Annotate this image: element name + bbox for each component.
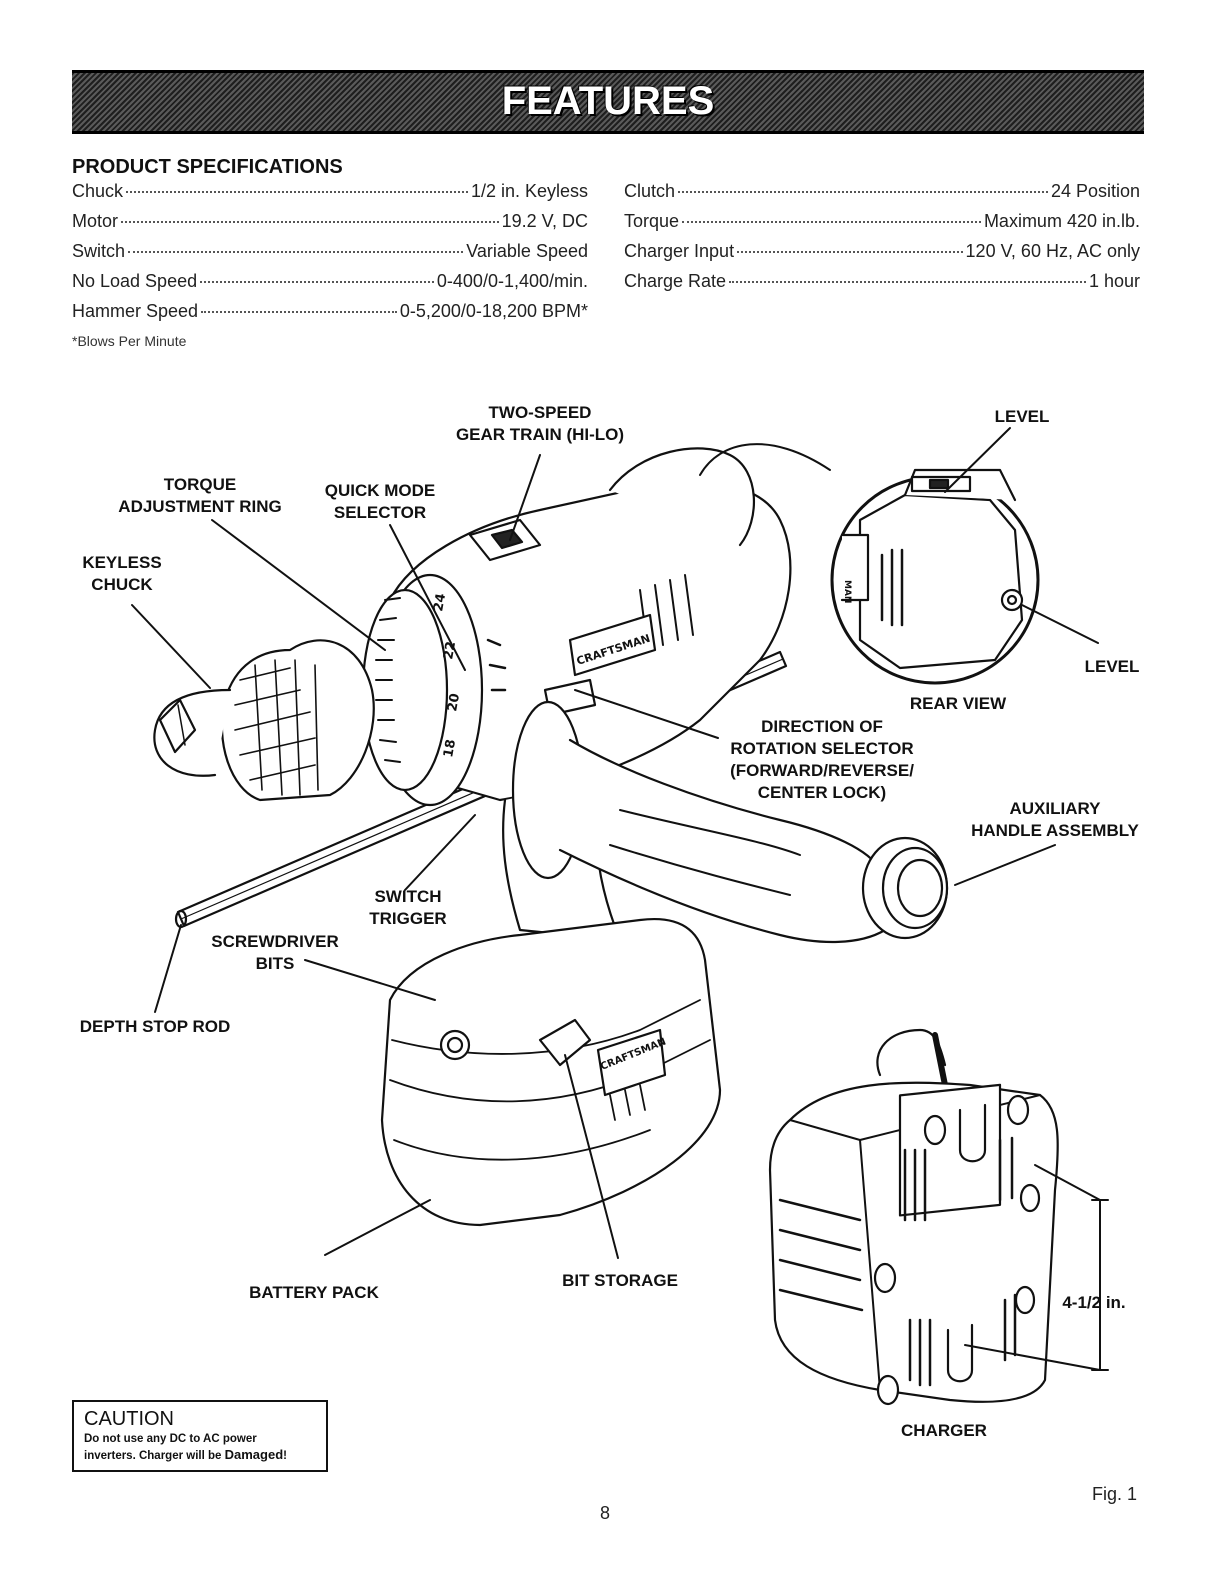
caution-title: CAUTION (84, 1408, 174, 1430)
callout-level-top: LEVEL (995, 407, 1050, 426)
caution-line-2: inverters. Charger will be (84, 1450, 225, 1462)
callout-torque-ring: TORQUE (164, 475, 236, 494)
spec-row: Torque Maximum 420 in.lb. (624, 211, 1140, 241)
caution-text: Do not use any DC to AC power inverters.… (84, 1432, 326, 1464)
dot-leader (729, 281, 1086, 283)
callout-bit-storage: BIT STORAGE (562, 1271, 678, 1290)
charger (768, 1028, 1059, 1406)
clutch-number: 24 (431, 592, 449, 612)
spec-row: No Load Speed 0-400/0-1,400/min. (72, 271, 588, 301)
spec-label: No Load Speed (72, 271, 198, 291)
callout-direction-selector: ROTATION SELECTOR (730, 739, 913, 758)
callout-battery-pack: BATTERY PACK (249, 1283, 379, 1302)
caution-emphasis: Damaged (224, 1447, 284, 1462)
callout-keyless-chuck: CHUCK (91, 575, 153, 594)
callout-quick-mode: QUICK MODE (325, 481, 436, 500)
callout-two-speed: GEAR TRAIN (HI-LO) (456, 425, 624, 444)
spec-row: Charger Input 120 V, 60 Hz, AC only (624, 241, 1140, 271)
callout-direction-selector: (FORWARD/REVERSE/ (730, 761, 914, 780)
spec-value: Variable Speed (466, 241, 588, 261)
callout-switch-trigger: TRIGGER (369, 909, 446, 928)
banner-title: FEATURES (501, 79, 715, 123)
spec-row: Motor 19.2 V, DC (72, 211, 588, 241)
keyless-chuck (153, 639, 375, 802)
dot-leader (678, 191, 1048, 193)
rear-view-inset (699, 443, 1040, 685)
battery-pack (380, 917, 722, 1227)
spec-value: 0-5,200/0-18,200 BPM* (399, 301, 588, 321)
features-banner: FEATURES (72, 70, 1144, 134)
auxiliary-handle-assembly (511, 700, 949, 944)
clutch-number: 20 (445, 692, 463, 712)
dot-leader (128, 251, 464, 253)
callout-direction-selector: DIRECTION OF (761, 717, 883, 736)
spec-value: 1/2 in. Keyless (470, 181, 588, 201)
spec-label: Motor (72, 211, 119, 231)
spec-value: Maximum 420 in.lb. (983, 211, 1140, 231)
spec-footnote: *Blows Per Minute (72, 333, 187, 349)
spec-label: Charge Rate (624, 271, 727, 291)
dot-leader (121, 221, 499, 223)
spec-label: Charger Input (624, 241, 735, 261)
caution-box: CAUTION Do not use any DC to AC power in… (72, 1400, 328, 1472)
callout-quick-mode: SELECTOR (334, 503, 426, 522)
callout-depth-stop-rod: DEPTH STOP ROD (80, 1017, 231, 1036)
spec-value: 120 V, 60 Hz, AC only (965, 241, 1140, 261)
callout-two-speed: TWO-SPEED (489, 403, 592, 422)
callout-auxiliary-handle: HANDLE ASSEMBLY (971, 821, 1139, 840)
callout-screwdriver-bits: BITS (256, 954, 295, 973)
callout-dimension: 4-1/2 in. (1062, 1293, 1125, 1312)
spec-label: Chuck (72, 181, 124, 201)
spec-row: Charge Rate 1 hour (624, 271, 1140, 301)
spec-row: Hammer Speed 0-5,200/0-18,200 BPM* (72, 301, 588, 331)
specs-heading: PRODUCT SPECIFICATIONS (72, 156, 343, 178)
dot-leader (126, 191, 468, 193)
torque-adjustment-ring (361, 573, 484, 807)
caution-line-2-suffix: ! (283, 1450, 287, 1462)
spec-label: Clutch (624, 181, 676, 201)
clutch-number: 22 (441, 640, 459, 660)
spec-value: 0-400/0-1,400/min. (436, 271, 588, 291)
spec-label: Switch (72, 241, 126, 261)
specs-right-column: Clutch 24 Position Torque Maximum 420 in.l… (624, 181, 1140, 301)
callout-screwdriver-bits: SCREWDRIVER (211, 932, 339, 951)
dot-leader (682, 221, 981, 223)
spec-value: 24 Position (1050, 181, 1140, 201)
callout-torque-ring: ADJUSTMENT RING (118, 497, 281, 516)
caution-line-1: Do not use any DC to AC power (84, 1433, 257, 1445)
drill-features-illustration: CRAFTSMAN CRAFTSMAN MAN 18 20 22 24 TWO-… (80, 403, 1140, 1440)
page-number: 8 (600, 1503, 611, 1523)
rear-view-brand-label: MAN (842, 580, 852, 603)
dot-leader (201, 311, 397, 313)
callout-level-side: LEVEL (1085, 657, 1140, 676)
dot-leader (200, 281, 434, 283)
leader-lines (131, 427, 1109, 1371)
specs-left-column: Chuck 1/2 in. Keyless Motor 19.2 V, DC Swi… (72, 181, 588, 331)
callout-charger: CHARGER (901, 1421, 987, 1440)
dot-leader (737, 251, 963, 253)
clutch-number: 18 (441, 738, 459, 758)
callout-auxiliary-handle: AUXILIARY (1010, 799, 1102, 818)
callout-direction-selector: CENTER LOCK) (758, 783, 886, 802)
figure-label: Fig. 1 (1092, 1484, 1138, 1504)
spec-row: Chuck 1/2 in. Keyless (72, 181, 588, 211)
spec-value: 1 hour (1088, 271, 1140, 291)
spec-label: Hammer Speed (72, 301, 199, 321)
spec-label: Torque (624, 211, 680, 231)
spec-row: Clutch 24 Position (624, 181, 1140, 211)
callout-keyless-chuck: KEYLESS (82, 553, 161, 572)
callout-switch-trigger: SWITCH (374, 887, 441, 906)
callout-rear-view: REAR VIEW (910, 694, 1007, 713)
spec-value: 19.2 V, DC (501, 211, 588, 231)
spec-row: Switch Variable Speed (72, 241, 588, 271)
